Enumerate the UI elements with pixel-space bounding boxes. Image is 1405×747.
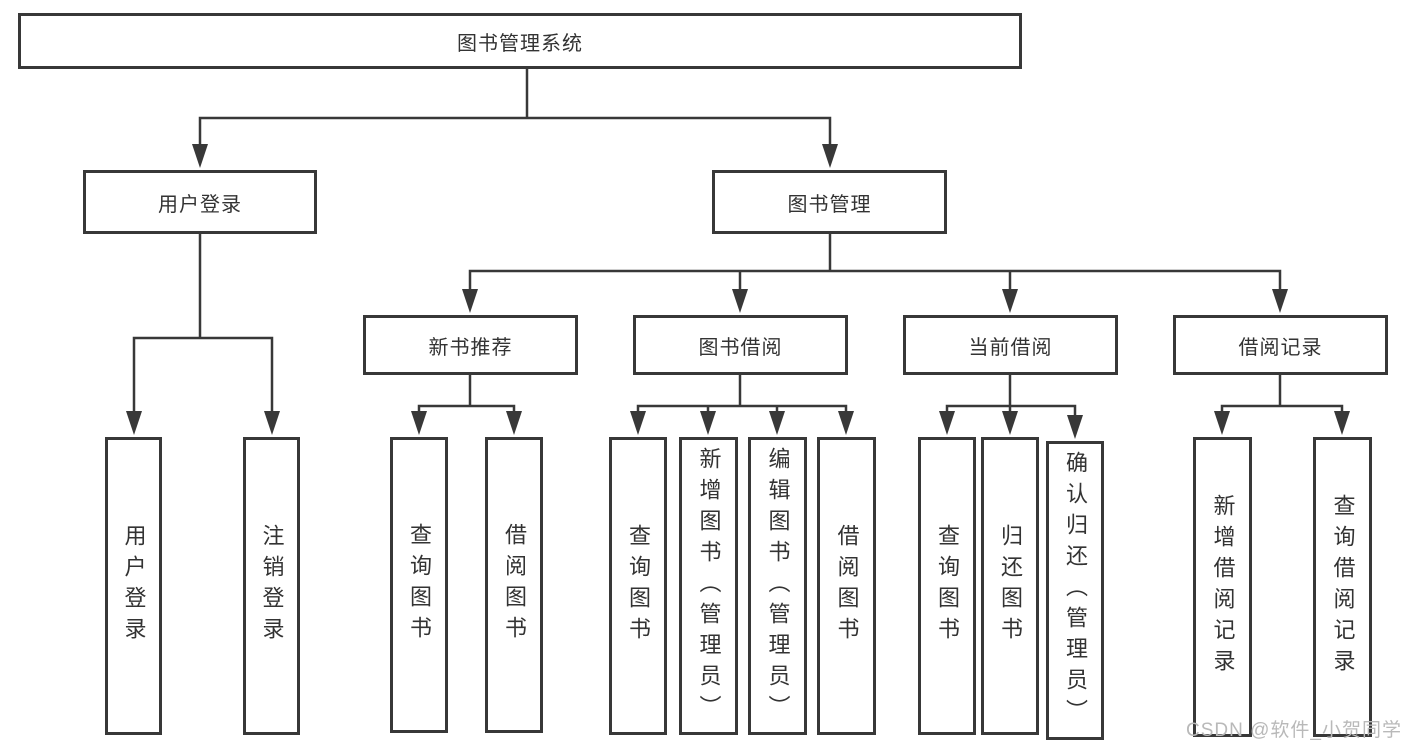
leaf-user-login: 用户登录 <box>105 437 162 735</box>
leaf-query-books-recommend: 查询图书 <box>390 437 448 733</box>
arrowheads <box>126 144 1350 439</box>
leaf-logout: 注销登录 <box>243 437 300 735</box>
leaf-add-borrow-record-label: 新增借阅记录 <box>1210 494 1236 680</box>
leaf-query-books-recommend-label: 查询图书 <box>407 523 432 647</box>
csdn-watermark: CSDN @软件_小贺同学 <box>1186 720 1402 741</box>
node-new-book-recommend: 新书推荐 <box>363 315 578 375</box>
leaf-query-books-current-label: 查询图书 <box>935 524 960 648</box>
leaf-query-books-borrowing: 查询图书 <box>609 437 667 735</box>
leaf-borrow-books-borrowing-label: 借阅图书 <box>834 524 860 648</box>
leaf-add-books-admin-label: 新增图书（管理员） <box>696 446 722 726</box>
leaf-confirm-return-admin-label: 确认归还（管理员） <box>1063 451 1088 730</box>
node-borrowing-records: 借阅记录 <box>1173 315 1388 375</box>
leaf-query-borrow-record: 查询借阅记录 <box>1313 437 1372 737</box>
leaf-borrow-books-recommend-label: 借阅图书 <box>502 523 527 647</box>
leaf-return-books-label: 归还图书 <box>998 524 1023 648</box>
leaf-logout-label: 注销登录 <box>259 524 285 648</box>
leaf-confirm-return-admin: 确认归还（管理员） <box>1046 441 1104 740</box>
node-book-management: 图书管理 <box>712 170 947 234</box>
leaf-add-borrow-record: 新增借阅记录 <box>1193 437 1252 737</box>
node-book-borrowing: 图书借阅 <box>633 315 848 375</box>
leaf-borrow-books-borrowing: 借阅图书 <box>817 437 876 735</box>
leaf-query-books-current: 查询图书 <box>918 437 976 735</box>
leaf-query-borrow-record-label: 查询借阅记录 <box>1330 494 1356 680</box>
leaf-query-books-borrowing-label: 查询图书 <box>626 524 651 648</box>
node-current-borrowing: 当前借阅 <box>903 315 1118 375</box>
leaf-edit-books-admin-label: 编辑图书（管理员） <box>765 446 791 726</box>
leaf-add-books-admin: 新增图书（管理员） <box>679 437 738 735</box>
leaf-edit-books-admin: 编辑图书（管理员） <box>748 437 807 735</box>
leaf-user-login-label: 用户登录 <box>121 524 147 648</box>
node-root: 图书管理系统 <box>18 13 1022 69</box>
node-user-login: 用户登录 <box>83 170 317 234</box>
leaf-borrow-books-recommend: 借阅图书 <box>485 437 543 733</box>
leaf-return-books: 归还图书 <box>981 437 1039 735</box>
